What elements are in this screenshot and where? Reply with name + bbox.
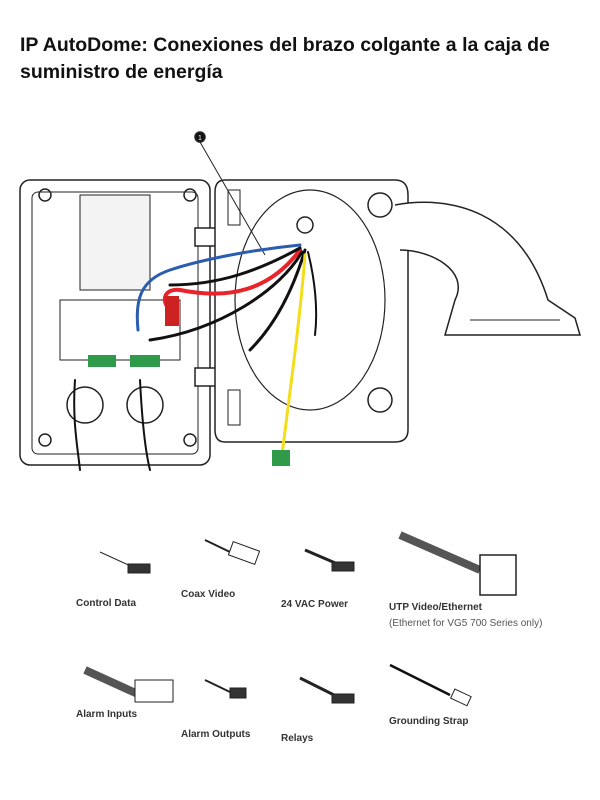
label-coax-video: Coax Video <box>181 589 236 600</box>
alarm-inputs-icon <box>83 666 174 703</box>
green-terminal <box>88 355 116 367</box>
blue-wire <box>135 243 302 332</box>
green-terminal <box>130 355 160 367</box>
wiring-diagram: 1 <box>19 131 582 471</box>
label-utp-ethernet: UTP Video/Ethernet <box>389 602 482 613</box>
black-wire-2 <box>148 250 304 342</box>
label-alarm-outputs: Alarm Outputs <box>181 729 251 740</box>
control-data-icon <box>99 551 151 574</box>
coax-video-icon <box>204 539 261 566</box>
label-24-vac-power: 24 VAC Power <box>281 599 349 610</box>
page-title: IP AutoDome: Conexiones del brazo colgan… <box>20 34 550 83</box>
vac-power-icon <box>304 548 355 572</box>
alarm-outputs-icon <box>204 679 247 699</box>
label-alarm-inputs: Alarm Inputs <box>76 709 138 720</box>
connector-legend-icons <box>83 531 517 707</box>
callout-number: 1 <box>198 135 202 142</box>
pendant-box <box>214 179 409 443</box>
grounding-strap-icon <box>389 663 472 707</box>
label-relays: Relays <box>281 733 314 744</box>
red-wire <box>162 248 302 312</box>
black-wire-3 <box>248 248 307 352</box>
relays-icon <box>299 676 355 704</box>
green-terminal <box>272 450 290 466</box>
label-control-data: Control Data <box>76 598 136 609</box>
label-grounding-strap: Grounding Strap <box>389 716 469 727</box>
black-wire-1 <box>168 246 302 287</box>
utp-note: (Ethernet for VG5 700 Series only) <box>389 618 543 629</box>
utp-ethernet-icon <box>398 531 517 596</box>
red-connector <box>165 296 179 326</box>
yellow-wire <box>280 253 307 457</box>
